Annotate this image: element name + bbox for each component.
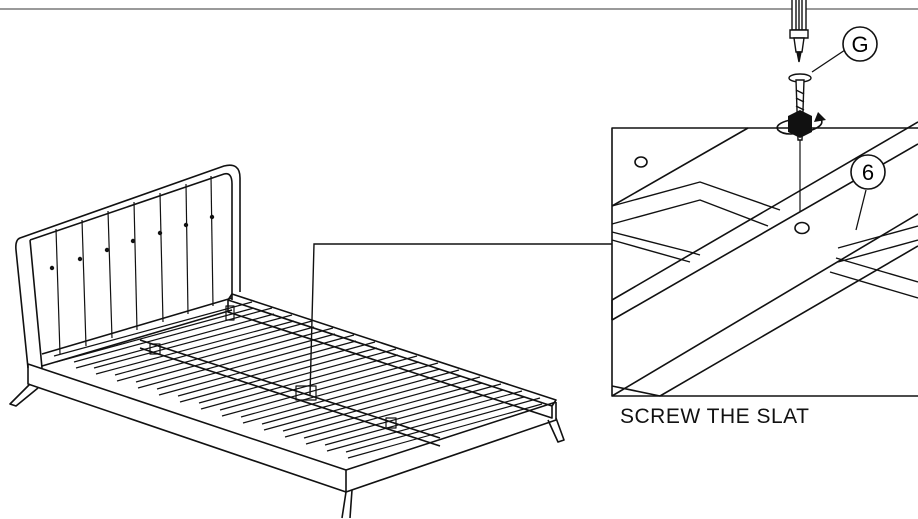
callout-6-leader [856, 190, 866, 230]
rotation-arrow-icon [777, 110, 826, 138]
callout-g-leader [812, 50, 845, 72]
inset-rail-top [612, 128, 748, 206]
detail-leader-line [310, 244, 612, 395]
screw-hole-left [635, 157, 647, 167]
callout-g-circle [843, 27, 877, 61]
screw-hole [795, 223, 809, 234]
headboard-channels [56, 176, 213, 354]
inset-cross-slats [612, 182, 918, 298]
screwdriver [790, 0, 808, 62]
callout-6-circle [851, 155, 885, 189]
headboard [16, 165, 240, 368]
bed-illustration [10, 165, 564, 518]
bed-legs [10, 384, 564, 518]
callout-g-label: G [851, 32, 868, 57]
inset-frame [612, 128, 918, 396]
inset-rail-edge [612, 300, 660, 396]
slat-supports [150, 306, 396, 428]
inset-rail [612, 122, 918, 396]
tufting-buttons [49, 214, 215, 271]
callout-6-label: 6 [862, 160, 874, 185]
detail-inset [612, 122, 918, 396]
instruction-caption: SCREW THE SLAT [620, 405, 810, 428]
bed-slats [54, 302, 542, 458]
